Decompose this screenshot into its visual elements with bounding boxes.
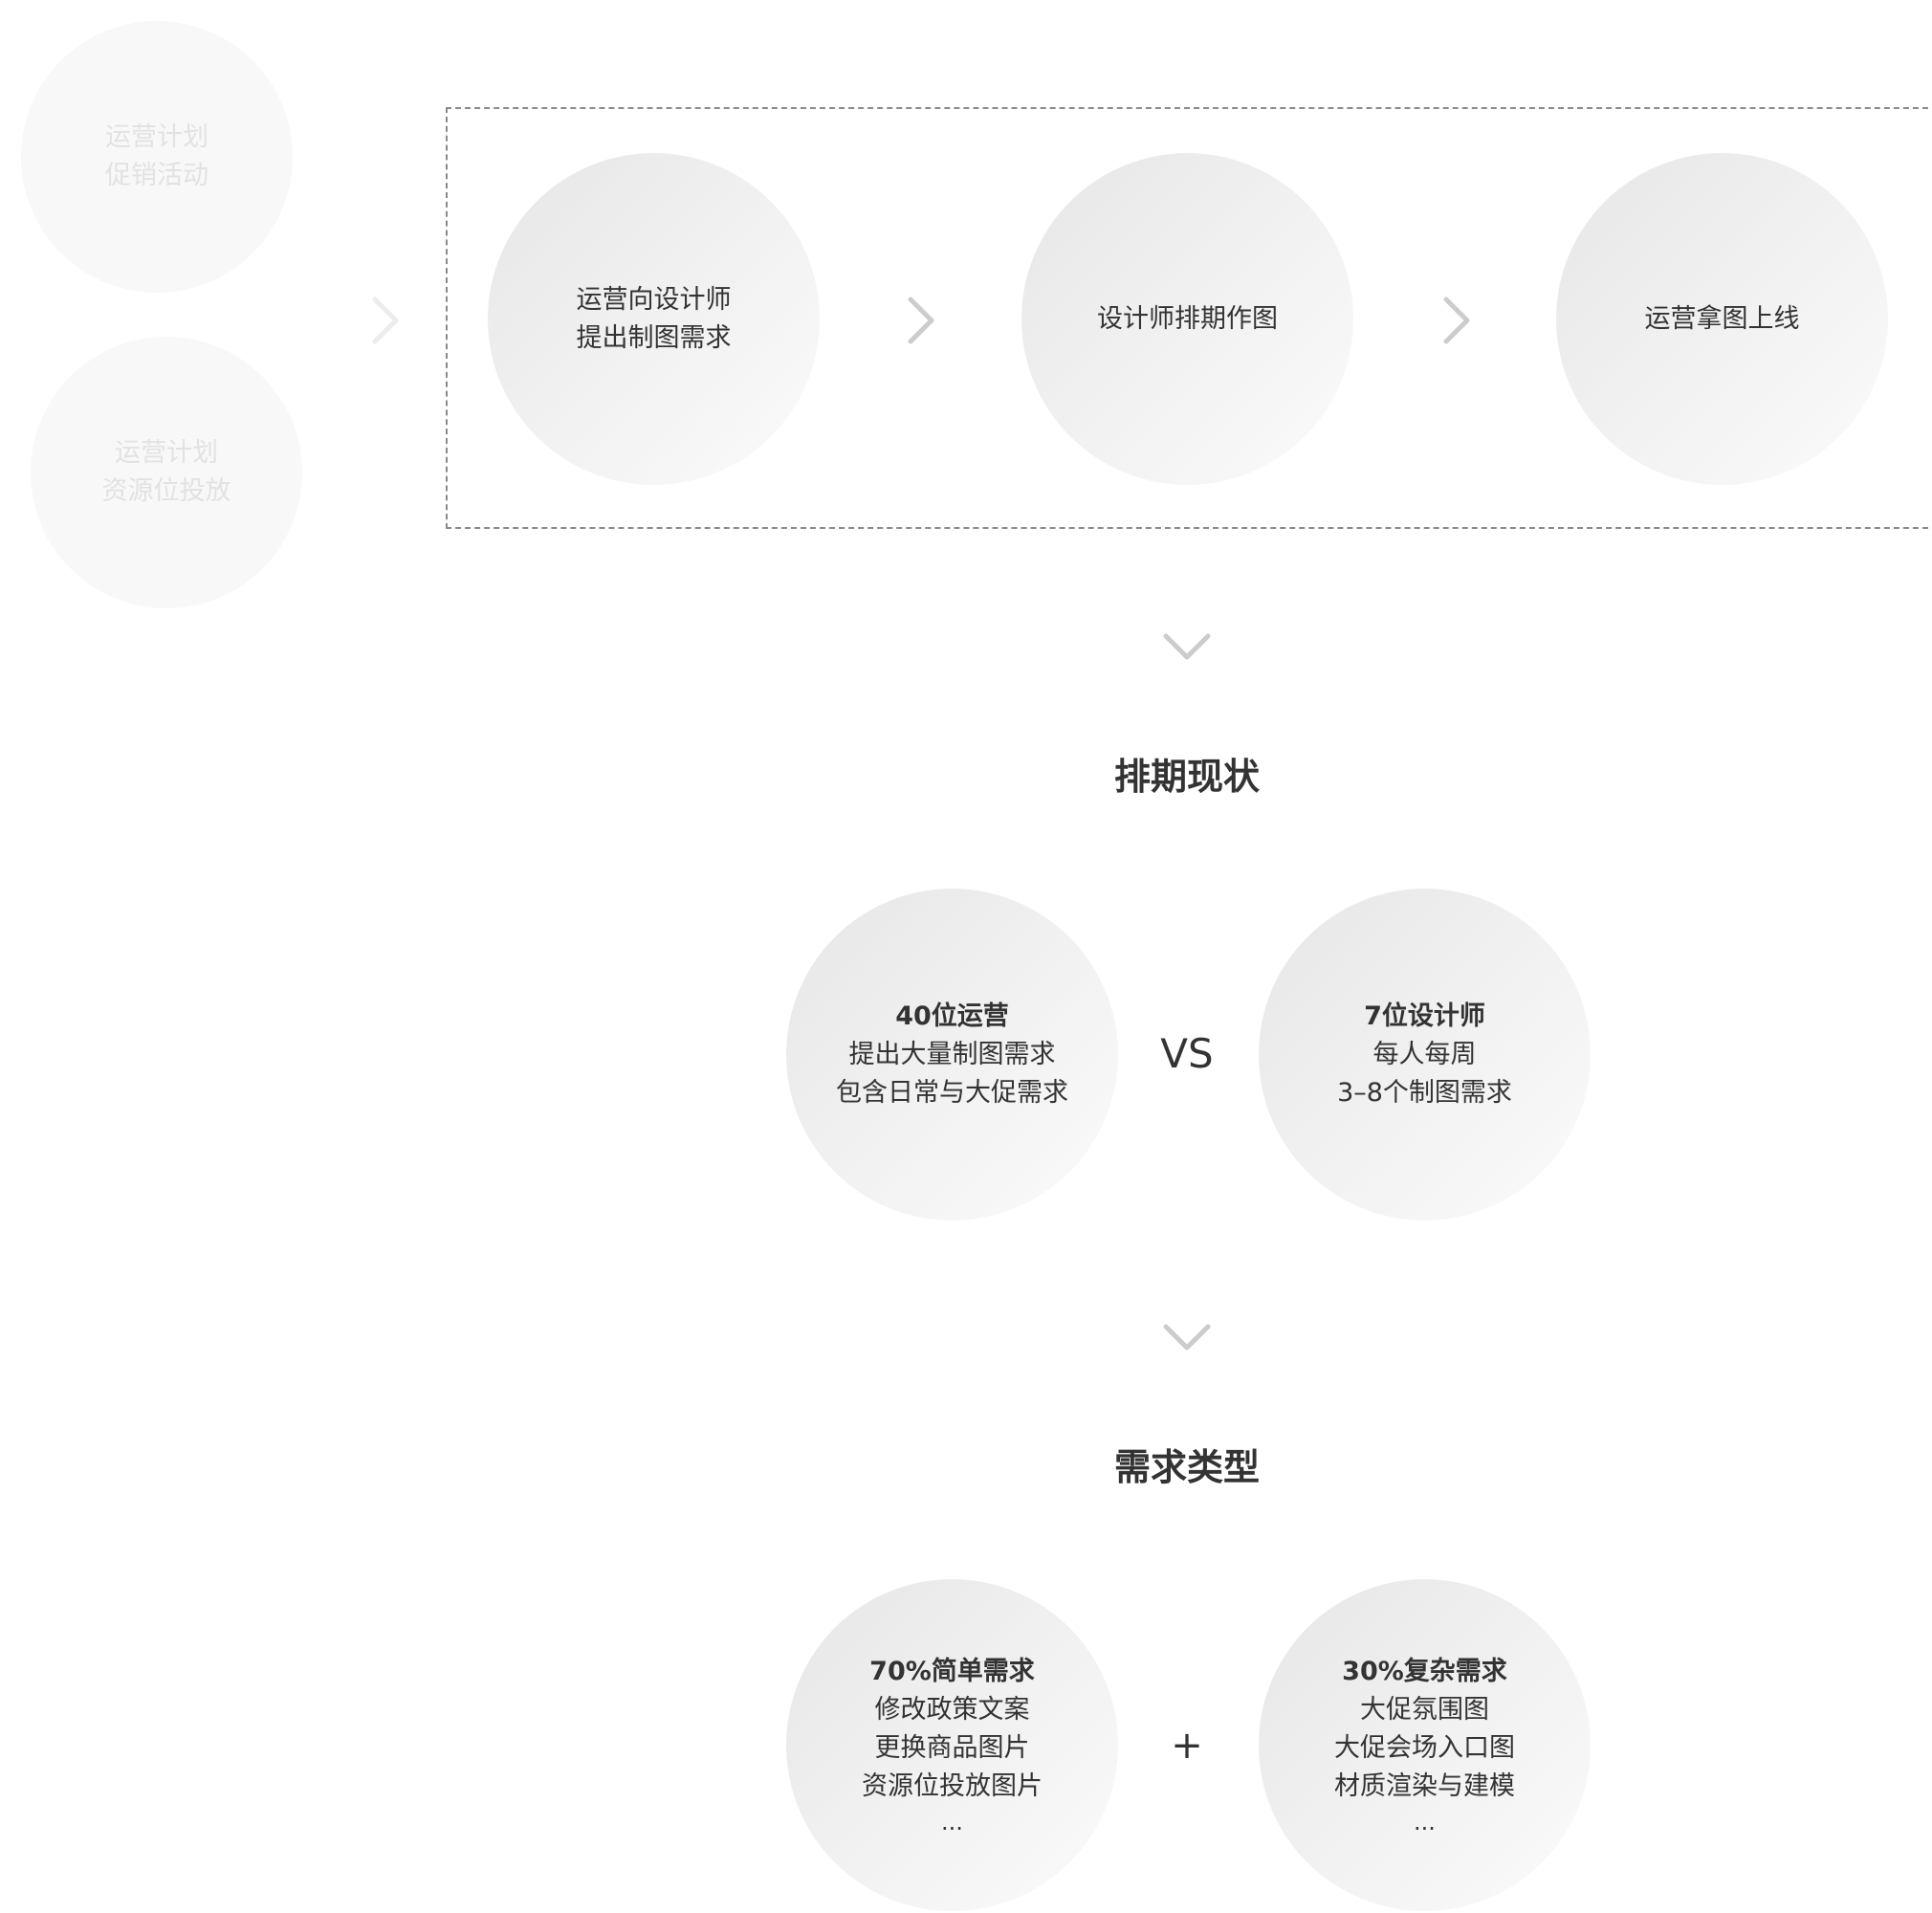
circle-line: 修改政策文案 bbox=[874, 1694, 1030, 1725]
circle-line: 大促会场入口图 bbox=[1334, 1732, 1515, 1763]
schedule-designers-circle: 7位设计师 每人每周 3–8个制图需求 bbox=[1259, 889, 1591, 1220]
vs-operator: VS bbox=[1160, 1030, 1214, 1077]
plan-circle-resource: 运营计划 资源位投放 bbox=[31, 337, 302, 608]
chevron-right-icon bbox=[1429, 292, 1486, 349]
circle-line: ... bbox=[941, 1808, 963, 1836]
circle-heading: 30%复杂需求 bbox=[1342, 1656, 1507, 1686]
step-line: 设计师排期作图 bbox=[1097, 303, 1278, 334]
circle-line: 资源位投放图片 bbox=[862, 1770, 1043, 1801]
circle-heading: 40位运营 bbox=[895, 1000, 1009, 1031]
demand-simple-circle: 70%简单需求 修改政策文案 更换商品图片 资源位投放图片 ... bbox=[786, 1579, 1118, 1911]
circle-line: 更换商品图片 bbox=[874, 1732, 1030, 1763]
plan-circle-promotion: 运营计划 促销活动 bbox=[21, 21, 293, 293]
process-step-launch: 运营拿图上线 bbox=[1556, 153, 1888, 485]
circle-line: 大促氛围图 bbox=[1360, 1694, 1489, 1725]
schedule-operators-circle: 40位运营 提出大量制图需求 包含日常与大促需求 bbox=[786, 889, 1118, 1220]
circle-line: 材质渲染与建模 bbox=[1334, 1770, 1515, 1801]
chevron-down-icon bbox=[1158, 1309, 1216, 1367]
chevron-right-icon bbox=[893, 292, 951, 349]
process-dashed-box bbox=[446, 107, 1932, 529]
plan-line: 运营计划 bbox=[105, 122, 209, 152]
circle-line: 提出大量制图需求 bbox=[848, 1039, 1056, 1069]
plan-line: 运营计划 bbox=[115, 438, 218, 468]
circle-heading: 70%简单需求 bbox=[869, 1656, 1035, 1686]
circle-line: 每人每周 bbox=[1372, 1039, 1477, 1069]
process-step-request: 运营向设计师 提出制图需求 bbox=[488, 153, 820, 485]
plan-line: 促销活动 bbox=[105, 161, 209, 190]
circle-heading: 7位设计师 bbox=[1364, 1000, 1485, 1031]
section-title-schedule: 排期现状 bbox=[1113, 756, 1260, 798]
circle-line: ... bbox=[1414, 1808, 1436, 1836]
section-title-demand: 需求类型 bbox=[1113, 1446, 1260, 1488]
step-line: 运营向设计师 bbox=[576, 284, 732, 315]
process-step-design: 设计师排期作图 bbox=[1021, 153, 1353, 485]
chevron-down-icon bbox=[1158, 619, 1216, 676]
circle-line: 包含日常与大促需求 bbox=[836, 1077, 1068, 1108]
circle-line: 3–8个制图需求 bbox=[1337, 1077, 1512, 1108]
plan-line: 资源位投放 bbox=[101, 476, 231, 506]
step-line: 运营拿图上线 bbox=[1644, 303, 1800, 334]
demand-complex-circle: 30%复杂需求 大促氛围图 大促会场入口图 材质渲染与建模 ... bbox=[1259, 1579, 1591, 1911]
plus-operator: + bbox=[1171, 1724, 1203, 1768]
step-line: 提出制图需求 bbox=[576, 322, 732, 353]
chevron-right-icon bbox=[358, 292, 415, 349]
